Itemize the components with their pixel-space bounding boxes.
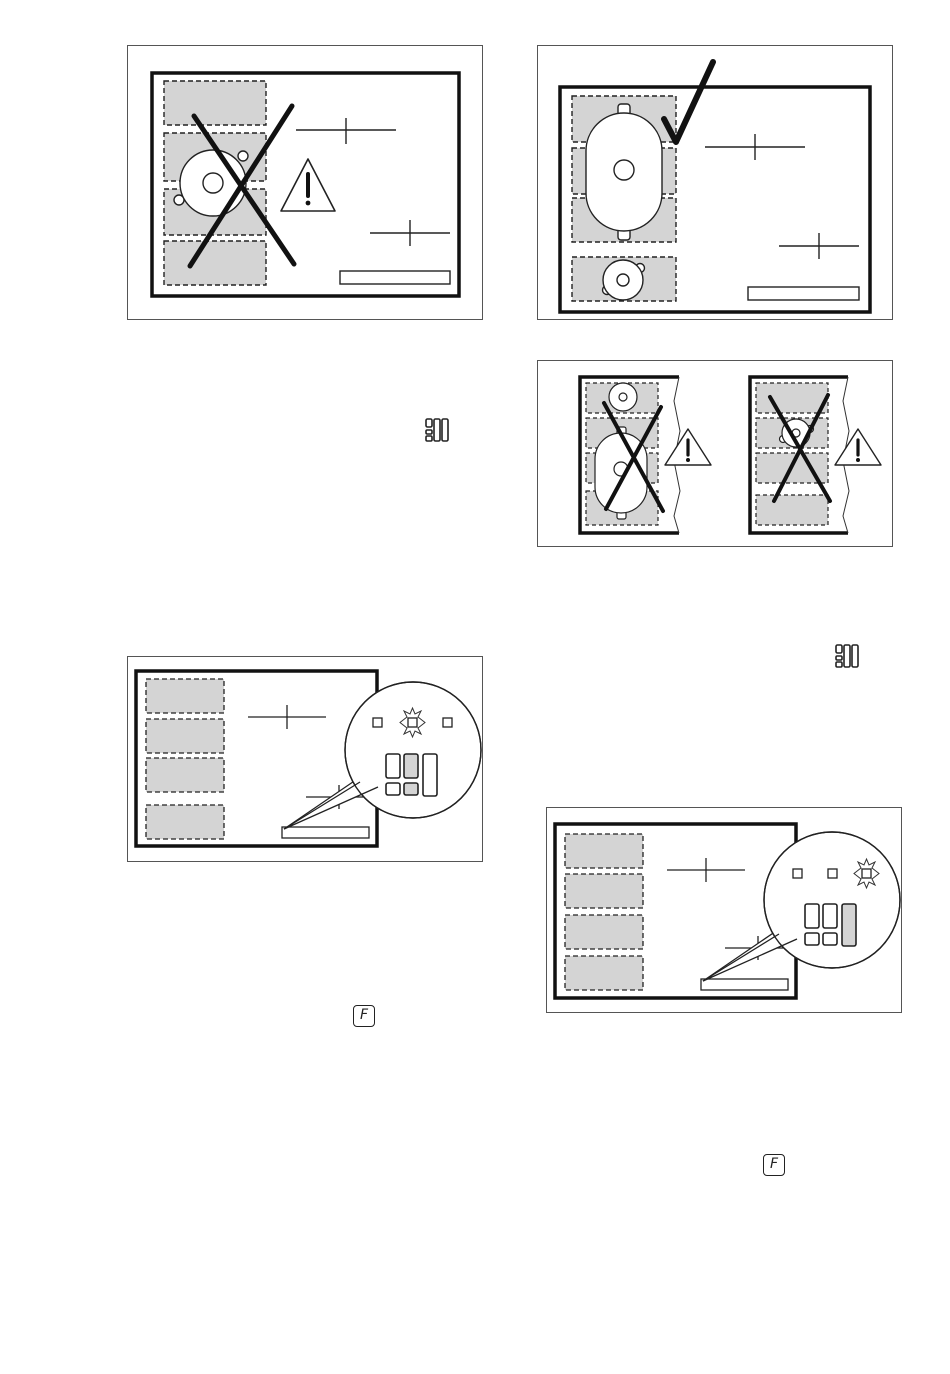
roasting-pan-icon bbox=[595, 427, 647, 519]
bridge-zone-icon bbox=[424, 417, 450, 443]
hob-control-diagram bbox=[128, 657, 484, 863]
warning-icon bbox=[835, 429, 881, 465]
figure-bridge-indicator-right bbox=[546, 807, 902, 1013]
pot-icon bbox=[603, 260, 645, 300]
warning-icon bbox=[281, 159, 335, 211]
bridge-zone-icon bbox=[834, 643, 860, 669]
pot-icon bbox=[609, 383, 637, 411]
function-key-icon: F bbox=[353, 1005, 375, 1027]
hob-control-diagram bbox=[547, 808, 903, 1014]
roasting-pan-icon bbox=[586, 104, 662, 240]
figure-bridge-indicator-left bbox=[127, 656, 483, 862]
hob-diagram bbox=[128, 46, 484, 321]
function-key-icon: F bbox=[763, 1154, 785, 1176]
figure-cookware-edge-wrong bbox=[537, 360, 893, 547]
figure-cookware-wrong bbox=[127, 45, 483, 320]
hob-detail-diagram bbox=[538, 361, 894, 548]
hob-diagram bbox=[538, 46, 894, 321]
figure-cookware-correct bbox=[537, 45, 893, 320]
warning-icon bbox=[665, 429, 711, 465]
